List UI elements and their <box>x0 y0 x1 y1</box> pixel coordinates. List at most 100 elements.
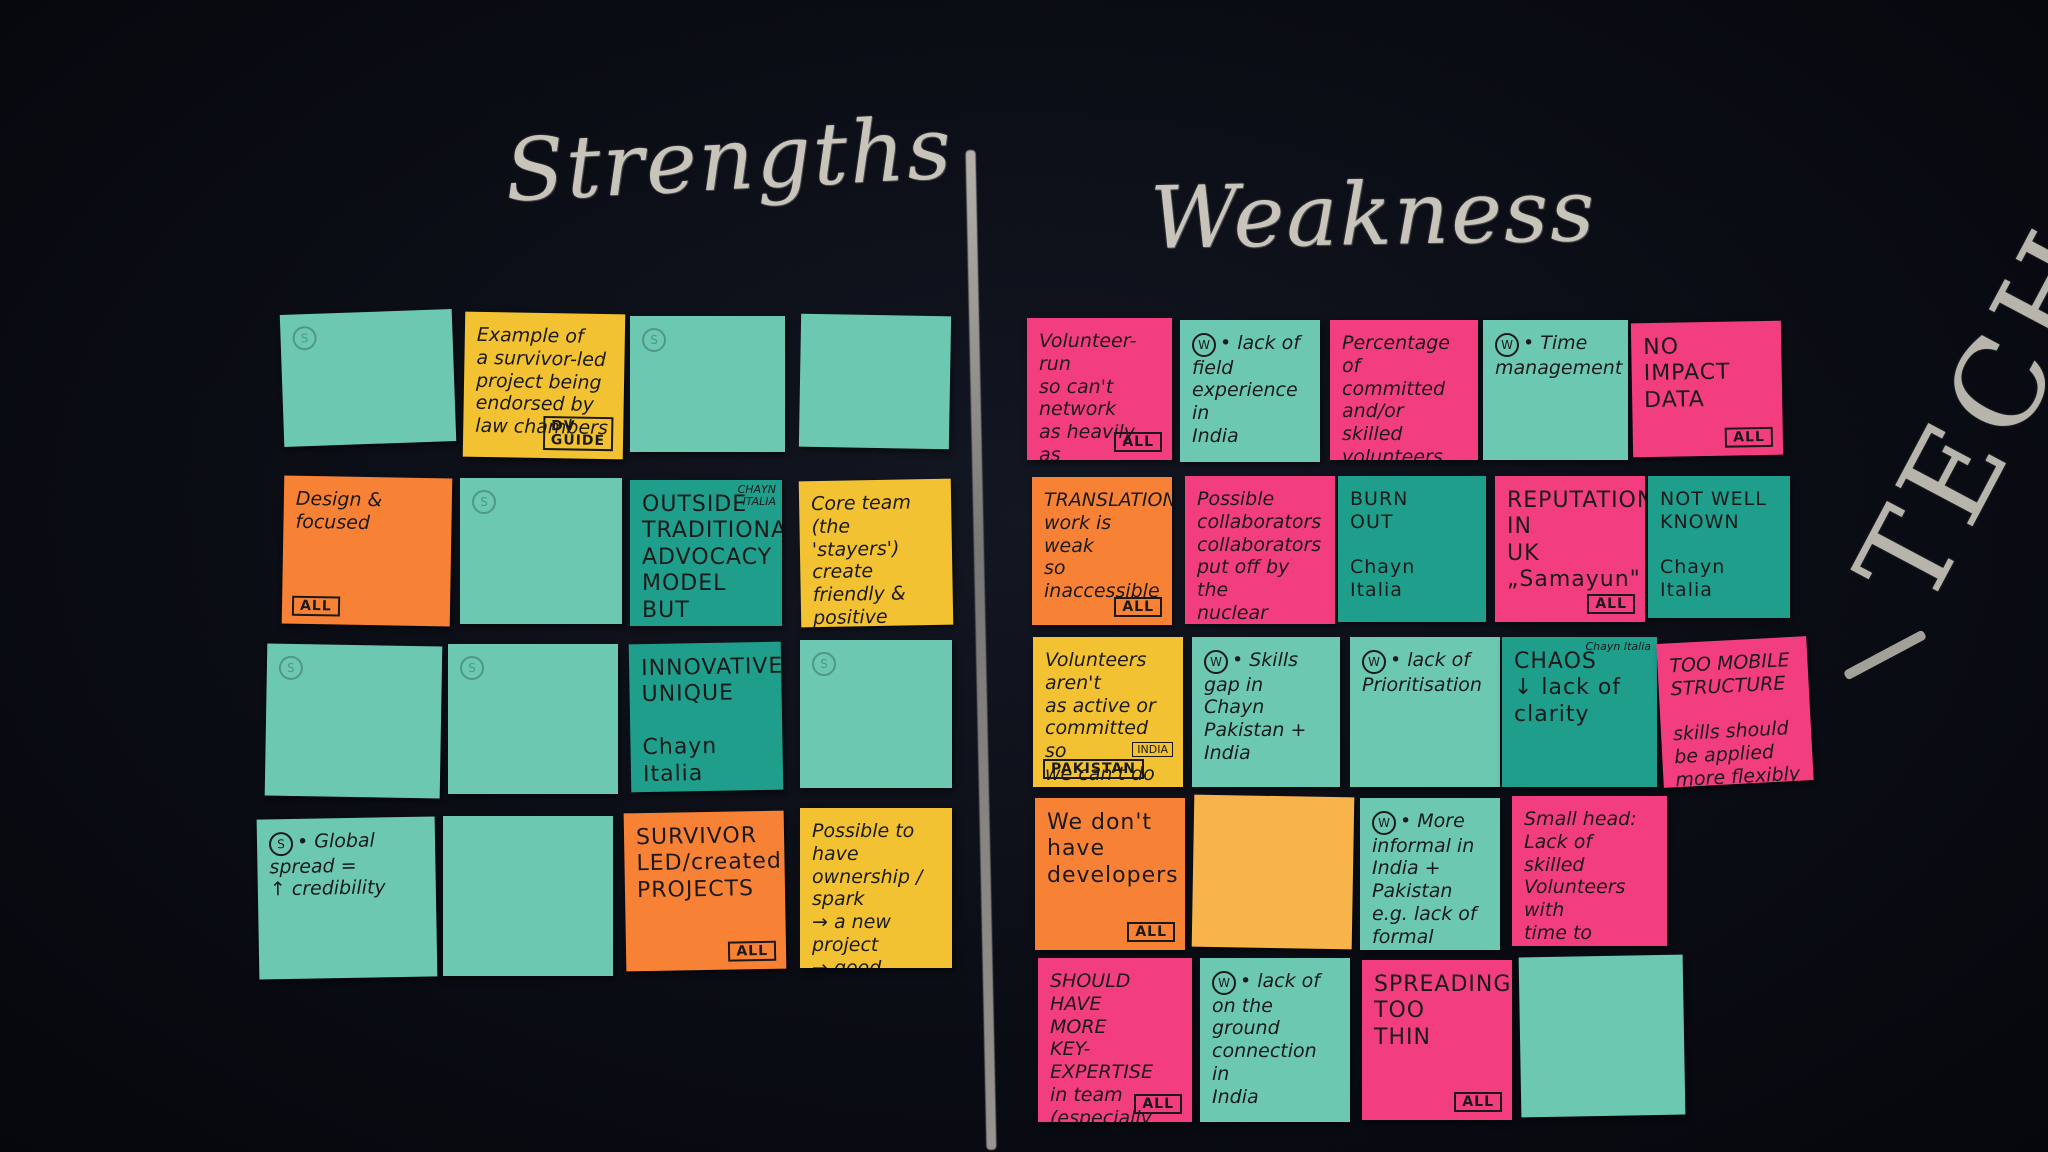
note-circle-mark: S <box>642 328 666 352</box>
note-text: Design & focused <box>295 487 383 534</box>
sticky-note-w2: W• lack of field experience in India <box>1180 320 1320 462</box>
note-circle-mark: S <box>268 831 294 856</box>
sticky-note-w8: BURN OUT Chayn Italia <box>1338 476 1486 622</box>
note-tag-box: ALL <box>1587 594 1635 614</box>
note-tag-box: ALL <box>1724 426 1774 448</box>
note-text: SURVIVOR LED/created PROJECTS <box>635 823 783 903</box>
chalk-arrow-mark <box>1842 629 1928 681</box>
note-text: Possible to have ownership / spark → a n… <box>812 820 923 968</box>
note-circle-mark: S <box>472 490 496 514</box>
note-text: Volunteers aren't as active or committed… <box>1045 649 1156 787</box>
note-text: • lack of field experience in India <box>1192 332 1300 447</box>
sticky-note-w10: NOT WELL KNOWN Chayn Italia <box>1648 476 1790 618</box>
note-text: NOT WELL KNOWN Chayn Italia <box>1660 488 1767 602</box>
sticky-note-s6: S <box>460 478 622 624</box>
note-tag-box: ALL <box>1114 432 1162 452</box>
sticky-note-w23 <box>1518 954 1686 1118</box>
note-text: • lack of Prioritisation <box>1362 649 1482 696</box>
note-text: BURN OUT Chayn Italia <box>1350 488 1416 602</box>
note-text: We don't have developers <box>1047 810 1179 888</box>
sticky-note-w22: SPREADING TOO THIN ALL <box>1362 960 1512 1120</box>
note-text: • Skills gap in Chayn Pakistan + India <box>1204 649 1307 764</box>
note-circle-mark: W <box>1204 649 1228 674</box>
sticky-note-w18: W• More informal in India + Pakistan e.g… <box>1360 798 1500 950</box>
note-corner-label: Chayn Italia <box>1585 640 1651 653</box>
sticky-note-s3: S <box>630 316 785 452</box>
note-text: • More informal in India + Pakistan e.g.… <box>1372 810 1477 950</box>
note-text: Percentage of committed and/or skilled v… <box>1342 332 1450 460</box>
sticky-note-w3: Percentage of committed and/or skilled v… <box>1330 320 1478 460</box>
note-tag-box: DV GUIDE <box>542 415 614 452</box>
sticky-note-w13: W• lack of Prioritisation <box>1350 637 1500 787</box>
sticky-note-s9: S <box>264 643 443 799</box>
note-text: • lack of on the ground connection in In… <box>1212 970 1320 1108</box>
sticky-note-w1: Volunteer-run so can't network as heavil… <box>1027 318 1172 460</box>
sticky-note-s12: S <box>800 640 952 788</box>
sticky-note-w20: SHOULD HAVE MORE KEY- EXPERTISE in team … <box>1038 958 1192 1122</box>
strengths-heading: Strengths <box>502 98 956 222</box>
sticky-note-w11: Volunteers aren't as active or committed… <box>1033 637 1183 787</box>
sticky-note-s15: SURVIVOR LED/created PROJECTS ALL <box>623 810 787 972</box>
sticky-note-s2: Example of a survivor-led project being … <box>462 311 626 460</box>
note-text <box>320 331 321 346</box>
note-text: SHOULD HAVE MORE KEY- EXPERTISE in team … <box>1050 970 1153 1122</box>
note-text: Core team (the 'stayers') create friendl… <box>810 491 912 628</box>
sticky-note-w17 <box>1191 794 1355 950</box>
sticky-note-s8: Core team (the 'stayers') create friendl… <box>798 478 954 628</box>
sticky-note-w21: W• lack of on the ground connection in I… <box>1200 958 1350 1122</box>
note-text: INNOVATIVE, UNIQUE Chayn Italia <box>640 653 784 787</box>
note-tag-box: ALL <box>1127 922 1175 942</box>
sticky-note-w6: TRANSLATION work is weak so inaccessible… <box>1032 477 1172 625</box>
note-text: SPREADING TOO THIN <box>1374 972 1512 1050</box>
note-circle-mark: S <box>460 656 484 680</box>
sticky-note-s14 <box>443 816 613 976</box>
sticky-note-w7: Possible collaborators collaborators put… <box>1185 476 1335 624</box>
note-text: • Time management <box>1495 332 1623 379</box>
note-circle-mark: W <box>1212 970 1236 995</box>
note-circle-mark: S <box>812 652 836 676</box>
note-circle-mark: S <box>278 655 304 681</box>
note-circle-mark: W <box>1495 332 1519 357</box>
note-tag-box: ALL <box>291 595 340 617</box>
note-corner-label-2: INDIA <box>1132 742 1173 757</box>
weakness-heading: Weakness <box>1149 161 1598 269</box>
sticky-note-s10: S <box>448 644 618 794</box>
note-text: NO IMPACT DATA <box>1643 334 1731 413</box>
note-tag-box: ALL <box>1134 1094 1182 1114</box>
note-text <box>813 326 939 328</box>
note-tag-box: PAKISTAN <box>1043 759 1144 779</box>
note-text: CHAOS ↓ lack of clarity <box>1514 649 1622 727</box>
sticky-note-s1: S <box>279 309 457 447</box>
sticky-note-w5: NO IMPACT DATA ALL <box>1630 320 1784 458</box>
note-tag-box: ALL <box>728 940 777 962</box>
chalk-divider-line <box>965 150 997 1150</box>
note-text <box>1531 967 1671 969</box>
note-text <box>1206 807 1342 809</box>
sticky-note-s13: S• Global spread = ↑ credibility <box>256 816 438 980</box>
note-text: Volunteer-run so can't network as heavil… <box>1039 330 1137 460</box>
tech-heading: TECH <box>1830 203 2048 626</box>
note-text: Possible collaborators collaborators put… <box>1197 488 1322 624</box>
sticky-note-w4: W• Time management <box>1483 320 1628 460</box>
note-circle-mark: S <box>292 325 317 351</box>
sticky-note-w9: REPUTATION IN UK „Samayun"ALL <box>1495 476 1645 622</box>
sticky-note-w19: Small head: Lack of skilled Volunteers w… <box>1512 796 1667 946</box>
sticky-note-s4 <box>798 313 952 450</box>
note-text: TOO MOBILE STRUCTURE skills should be ap… <box>1668 649 1801 788</box>
note-tag-box: ALL <box>1114 597 1162 617</box>
note-text: Small head: Lack of skilled Volunteers w… <box>1524 808 1637 946</box>
note-tag-box: ALL <box>1454 1092 1502 1112</box>
note-text: OUTSIDE TRADITIONAL ADVOCACY MODEL BUT A… <box>642 492 782 626</box>
note-circle-mark: W <box>1372 810 1396 835</box>
sticky-note-s11: INNOVATIVE, UNIQUE Chayn Italia <box>628 641 784 793</box>
note-corner-label: CHAYN ITALIA <box>737 483 776 508</box>
sticky-note-s16: Possible to have ownership / spark → a n… <box>800 808 952 968</box>
note-circle-mark: W <box>1192 332 1216 357</box>
note-text: TRANSLATION work is weak so inaccessible <box>1044 489 1172 603</box>
sticky-note-w15: TOO MOBILE STRUCTURE skills should be ap… <box>1656 636 1814 788</box>
